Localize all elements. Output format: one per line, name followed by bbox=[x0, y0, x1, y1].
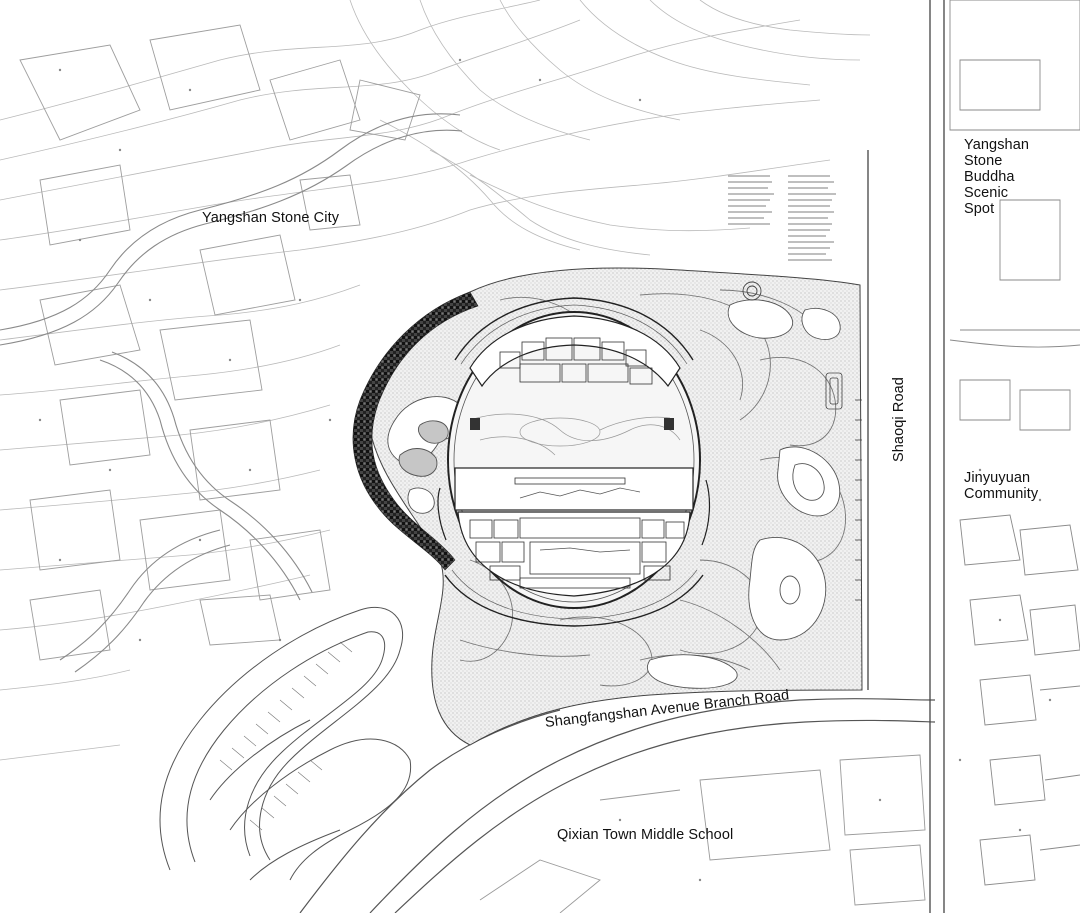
shaoqi-road-lines bbox=[867, 0, 945, 913]
label-line: Stone bbox=[964, 153, 1003, 169]
vegetation-band bbox=[352, 291, 479, 571]
roadside-bays bbox=[825, 372, 862, 601]
branch-road-lines bbox=[299, 698, 936, 913]
label-qixian-town-middle-school: Qixian Town Middle School bbox=[557, 827, 734, 843]
survey-markers bbox=[38, 58, 1052, 882]
main-oval-building bbox=[437, 297, 711, 627]
label-line: Spot bbox=[964, 201, 995, 217]
label-shaoqi-road: Shaoqi Road bbox=[891, 377, 907, 462]
access-roads bbox=[0, 113, 463, 673]
label-yangshan-stone-city: Yangshan Stone City bbox=[202, 210, 340, 226]
right-side-buildings bbox=[949, 0, 1080, 886]
parking-lot bbox=[159, 606, 412, 881]
label-line: Scenic bbox=[964, 185, 1009, 201]
label-jinyuyuan-community: Jinyuyuan Community bbox=[964, 470, 1038, 502]
ponds bbox=[387, 299, 841, 689]
label-line: Buddha bbox=[964, 169, 1015, 185]
label-line: Community bbox=[964, 486, 1039, 502]
legend-block bbox=[728, 175, 836, 261]
label-line: Jinyuyuan bbox=[964, 470, 1031, 486]
terrain-contours bbox=[0, 0, 871, 761]
parking-stalls bbox=[219, 641, 353, 831]
label-line: Yangshan bbox=[964, 137, 1030, 153]
label-yangshan-stone-buddha-scenic-spot: Yangshan Stone Buddha Scenic Spot bbox=[964, 137, 1029, 217]
round-pavilion bbox=[742, 281, 762, 301]
lower-parcels bbox=[479, 754, 926, 913]
parcel-lines bbox=[19, 24, 421, 661]
